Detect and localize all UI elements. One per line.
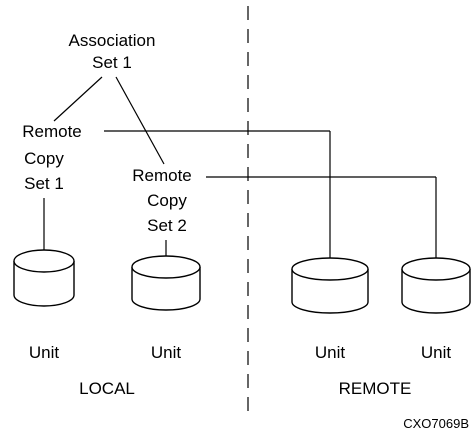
disk-unit-4-icon	[401, 257, 471, 314]
remote-copy-set-1-line3: Set 1	[24, 174, 64, 193]
association-set-label: Association Set 1	[69, 31, 156, 72]
remote-copy-set-1-line1: Remote	[22, 122, 82, 141]
figure-code: CXO7069B	[403, 416, 469, 431]
remote-copy-set-2-label: Remote Copy Set 2	[132, 166, 192, 235]
local-site-label: LOCAL	[79, 379, 135, 398]
disk-unit-2-icon	[131, 255, 201, 311]
association-to-set1-connector	[53, 76, 103, 122]
unit-label-1: Unit	[29, 343, 60, 362]
association-set-line2: Set 1	[92, 53, 132, 72]
unit-label-4: Unit	[421, 343, 452, 362]
association-set-line1: Association	[69, 31, 156, 50]
remote-copy-set-2-line3: Set 2	[147, 216, 187, 235]
association-to-set2-connector	[115, 76, 165, 165]
unit-label-2: Unit	[151, 343, 182, 362]
remote-copy-set-1-line2: Copy	[24, 149, 64, 168]
remote-copy-set-1-label: Remote Copy Set 1	[22, 122, 82, 193]
disk-unit-3-icon	[291, 257, 369, 314]
unit-label-3: Unit	[315, 343, 346, 362]
disk-unit-1-icon	[13, 249, 75, 307]
remote-site-label: REMOTE	[339, 379, 412, 398]
remote-copy-set-2-line1: Remote	[132, 166, 192, 185]
remote-copy-set-2-line2: Copy	[147, 191, 187, 210]
